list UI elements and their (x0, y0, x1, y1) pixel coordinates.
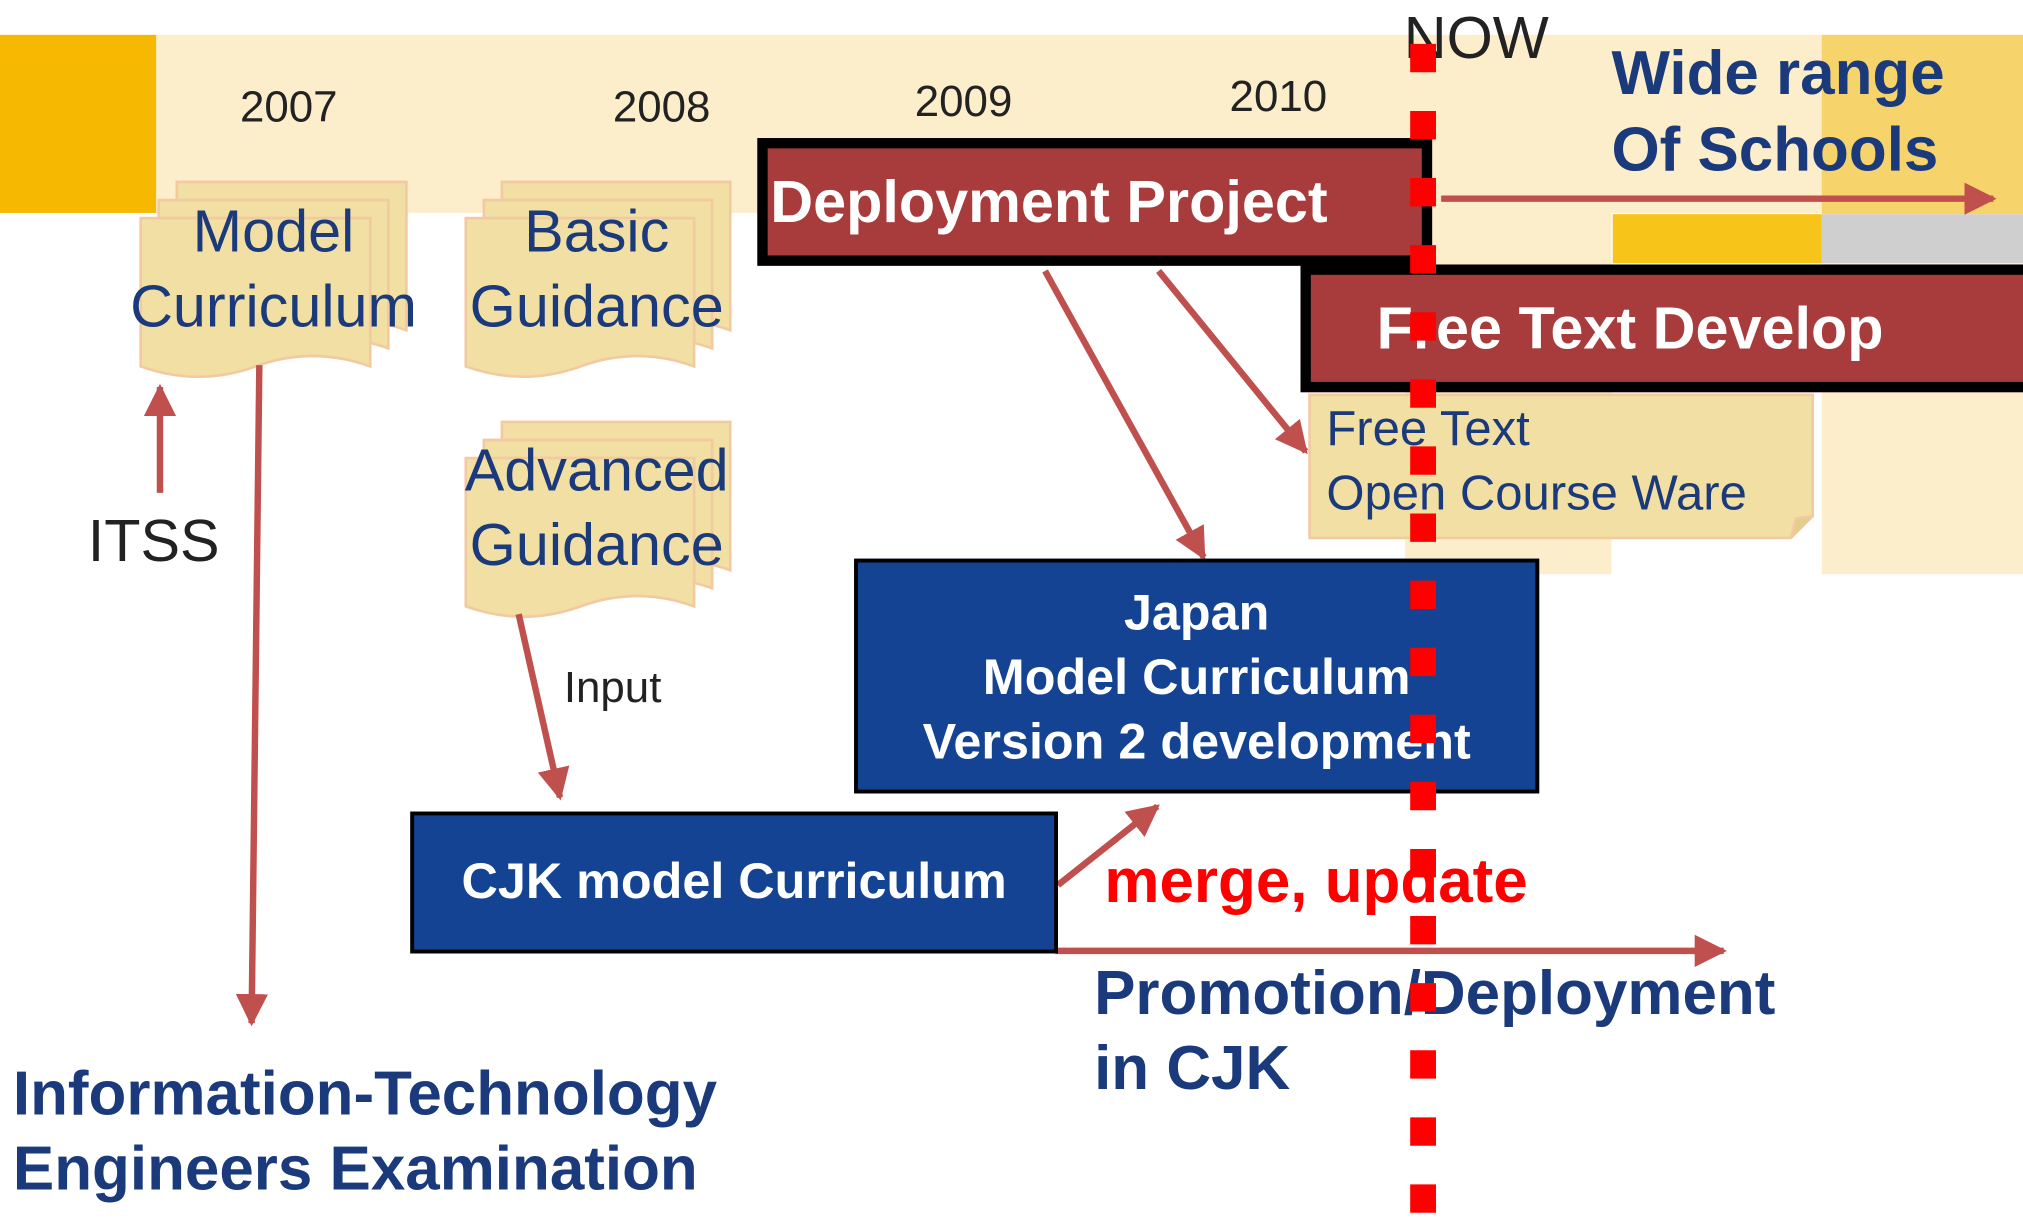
deployment-project-box: Deployment Project (757, 138, 1433, 266)
deployment-to-freetext-arrow (1156, 268, 1309, 455)
free-text-note-line-1: Free Text (1326, 402, 1530, 457)
basic-guidance-line-1: Basic (524, 197, 670, 265)
advanced-guidance-doc-icon (464, 420, 732, 618)
model-curriculum-line-1: Model (192, 197, 355, 265)
cjk-model-curriculum-box: CJK model Curriculum (410, 811, 1058, 954)
exam-label: Information-Technology Engineers Examina… (13, 1058, 717, 1208)
model-curriculum-label: Model Curriculum (119, 194, 429, 344)
model-curriculum-line-2: Curriculum (130, 272, 417, 340)
exam-line-1: Information-Technology (12, 1060, 718, 1129)
merge-update-label: merge, update (1104, 847, 1528, 917)
year-label-2010: 2010 (1229, 72, 1328, 122)
japan-model-line-3: Version 2 development (922, 714, 1471, 771)
free-text-note-line-2: Open Course Ware (1326, 467, 1747, 522)
itss-label: ITSS (87, 507, 220, 575)
promotion-label: Promotion/Deployment in CJK (1094, 957, 1775, 1107)
deployment-to-japan-arrow (1042, 269, 1207, 561)
input-label: Input (563, 663, 662, 713)
promotion-line-1: Promotion/Deployment (1094, 959, 1776, 1029)
basic-guidance-label: Basic Guidance (452, 194, 742, 344)
advanced-guidance-line-2: Guidance (469, 510, 724, 579)
gray-segment (1821, 214, 2023, 264)
advanced-guidance-line-1: Advanced (464, 436, 729, 504)
promotion-line-2: in CJK (1094, 1034, 1291, 1104)
free-text-note: Free Text Open Course Ware (1326, 397, 1747, 526)
free-text-develop-box: Free Text Develop (1300, 264, 2023, 393)
advanced-guidance-label: Advanced Guidance (452, 432, 742, 582)
basic-guidance-line-2: Guidance (469, 272, 724, 340)
japan-model-line-2: Model Curriculum (982, 650, 1411, 706)
timeline-start-block (0, 34, 157, 213)
wide-range-label: Wide range Of Schools (1611, 36, 1944, 188)
year-label-2007: 2007 (239, 82, 338, 132)
cjk-model-label: CJK model Curriculum (461, 854, 1007, 910)
exam-arrow (235, 365, 269, 1027)
year-label-2008: 2008 (612, 82, 711, 132)
japan-model-curriculum-box: Japan Model Curriculum Version 2 develop… (854, 558, 1540, 794)
basic-guidance-doc-icon (464, 180, 732, 378)
model-curriculum-doc-icon (139, 180, 408, 378)
merge-arrow (1055, 803, 1160, 888)
japan-model-line-1: Japan (1123, 585, 1270, 642)
wide-range-line-2: Of Schools (1611, 116, 1939, 185)
deployment-project-label: Deployment Project (770, 167, 1328, 235)
year-label-2009: 2009 (914, 77, 1013, 127)
free-text-develop-label: Free Text Develop (1376, 294, 1884, 362)
input-arrow (515, 613, 570, 801)
wide-range-line-1: Wide range (1611, 39, 1945, 109)
exam-line-2: Engineers Examination (12, 1135, 698, 1204)
yellow-segment (1612, 214, 1822, 264)
